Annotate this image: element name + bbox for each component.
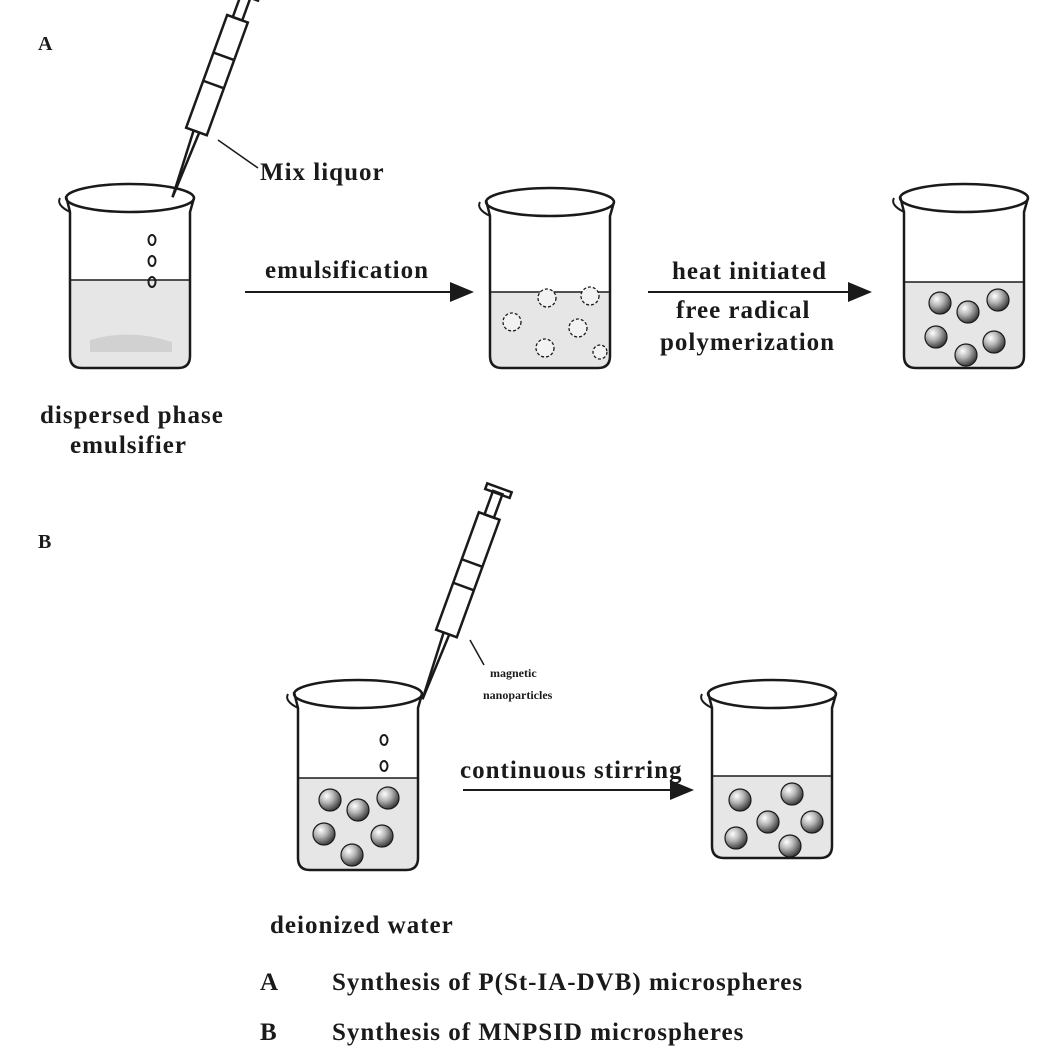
syringe-b-label-1: magnetic [490, 666, 537, 680]
droplets-a1 [147, 234, 157, 288]
emulsion-droplets [502, 286, 608, 360]
panel-a-letter: A [38, 33, 53, 55]
arrow-emulsification-label: emulsification [265, 257, 429, 284]
syringe-b-leader [469, 639, 485, 666]
beaker-b1-caption: deionized water [270, 912, 454, 939]
beaker-a1 [58, 182, 196, 370]
beaker-a1-caption-1: dispersed phase [40, 402, 224, 429]
legend-text-a: Synthesis of P(St-IA-DVB) microspheres [332, 969, 803, 996]
beaker-b1 [286, 678, 424, 872]
microspheres-a3 [924, 288, 1010, 367]
beaker-b2 [700, 678, 838, 860]
arrow-polymerization-label-2: free radical [676, 297, 810, 324]
legend: A Synthesis of P(St-IA-DVB) microspheres… [260, 969, 803, 1046]
syringe-a-label: Mix liquor [260, 159, 385, 186]
syringe-b-icon [421, 481, 514, 700]
arrow-polymerization-label-1: heat initiated [672, 258, 827, 285]
syringe-a-icon [171, 0, 262, 198]
beaker-a3 [892, 182, 1030, 370]
syringe-a-leader [217, 139, 259, 169]
microspheres-b1 [312, 786, 400, 867]
beaker-a1-caption-2: emulsifier [70, 432, 187, 459]
legend-key-a: A [260, 969, 279, 996]
legend-key-b: B [260, 1019, 278, 1046]
arrow-polymerization-label-3: polymerization [660, 329, 835, 356]
arrow-stirring-label: continuous stirring [460, 757, 683, 784]
legend-text-b: Synthesis of MNPSID microspheres [332, 1019, 744, 1046]
syringe-b-label-2: nanoparticles [483, 688, 553, 702]
panel-b-letter: B [38, 531, 51, 553]
beaker-a2 [478, 186, 616, 370]
microspheres-b2 [724, 782, 824, 858]
droplets-b1 [379, 734, 389, 772]
